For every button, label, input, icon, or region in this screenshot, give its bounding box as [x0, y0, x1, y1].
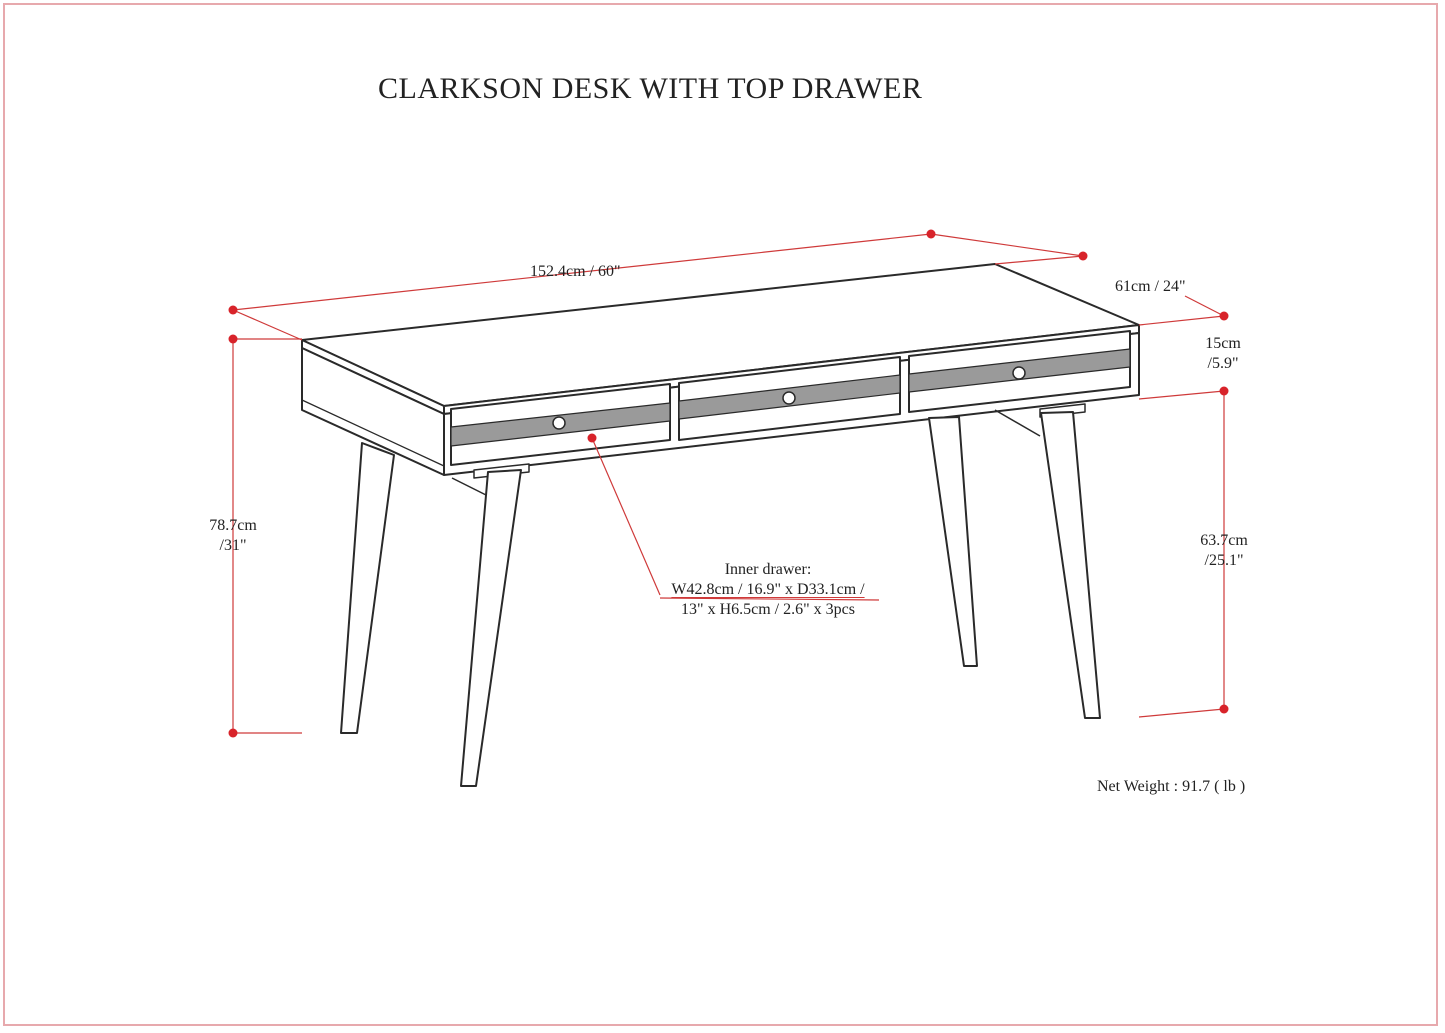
leg-back-right [928, 416, 978, 667]
leg-front-left [460, 469, 522, 787]
leg-height-cm: 63.7cm [1200, 532, 1248, 549]
leg-height-label: 63.7cm /25.1" [1191, 531, 1257, 571]
dimension-lines [232, 233, 1225, 734]
leg-front-right [1040, 411, 1101, 719]
drawer-handle-middle [782, 391, 796, 405]
inner-drawer-line2: 13" x H6.5cm / 2.6" x 3pcs [681, 601, 855, 618]
width-dimension-label: 152.4cm / 60" [530, 263, 621, 280]
total-height-label: 78.7cm /31" [201, 516, 265, 556]
diagram-title: CLARKSON DESK WITH TOP DRAWER [378, 72, 923, 105]
inner-drawer-label: Inner drawer: W42.8cm / 16.9" x D33.1cm … [650, 560, 886, 620]
total-height-in: /31" [219, 537, 247, 554]
inner-drawer-line1: W42.8cm / 16.9" x D33.1cm / [671, 581, 865, 598]
drawer-handle-right [1012, 366, 1026, 380]
depth-dimension-label: 61cm / 24" [1115, 278, 1186, 295]
inner-drawer-heading: Inner drawer: [724, 561, 812, 578]
net-weight-label: Net Weight : 91.7 ( lb ) [1097, 778, 1246, 795]
page-border [3, 3, 1438, 1026]
apron-height-cm: 15cm [1205, 335, 1241, 352]
desk-illustration [301, 263, 1140, 787]
apron-height-label: 15cm /5.9" [1196, 334, 1250, 374]
leg-height-in: /25.1" [1204, 552, 1244, 569]
drawer-handle-left [552, 416, 566, 430]
apron-height-in: /5.9" [1207, 355, 1239, 372]
total-height-cm: 78.7cm [209, 517, 257, 534]
dimension-points [228, 229, 1229, 738]
leg-back-left [340, 442, 395, 734]
